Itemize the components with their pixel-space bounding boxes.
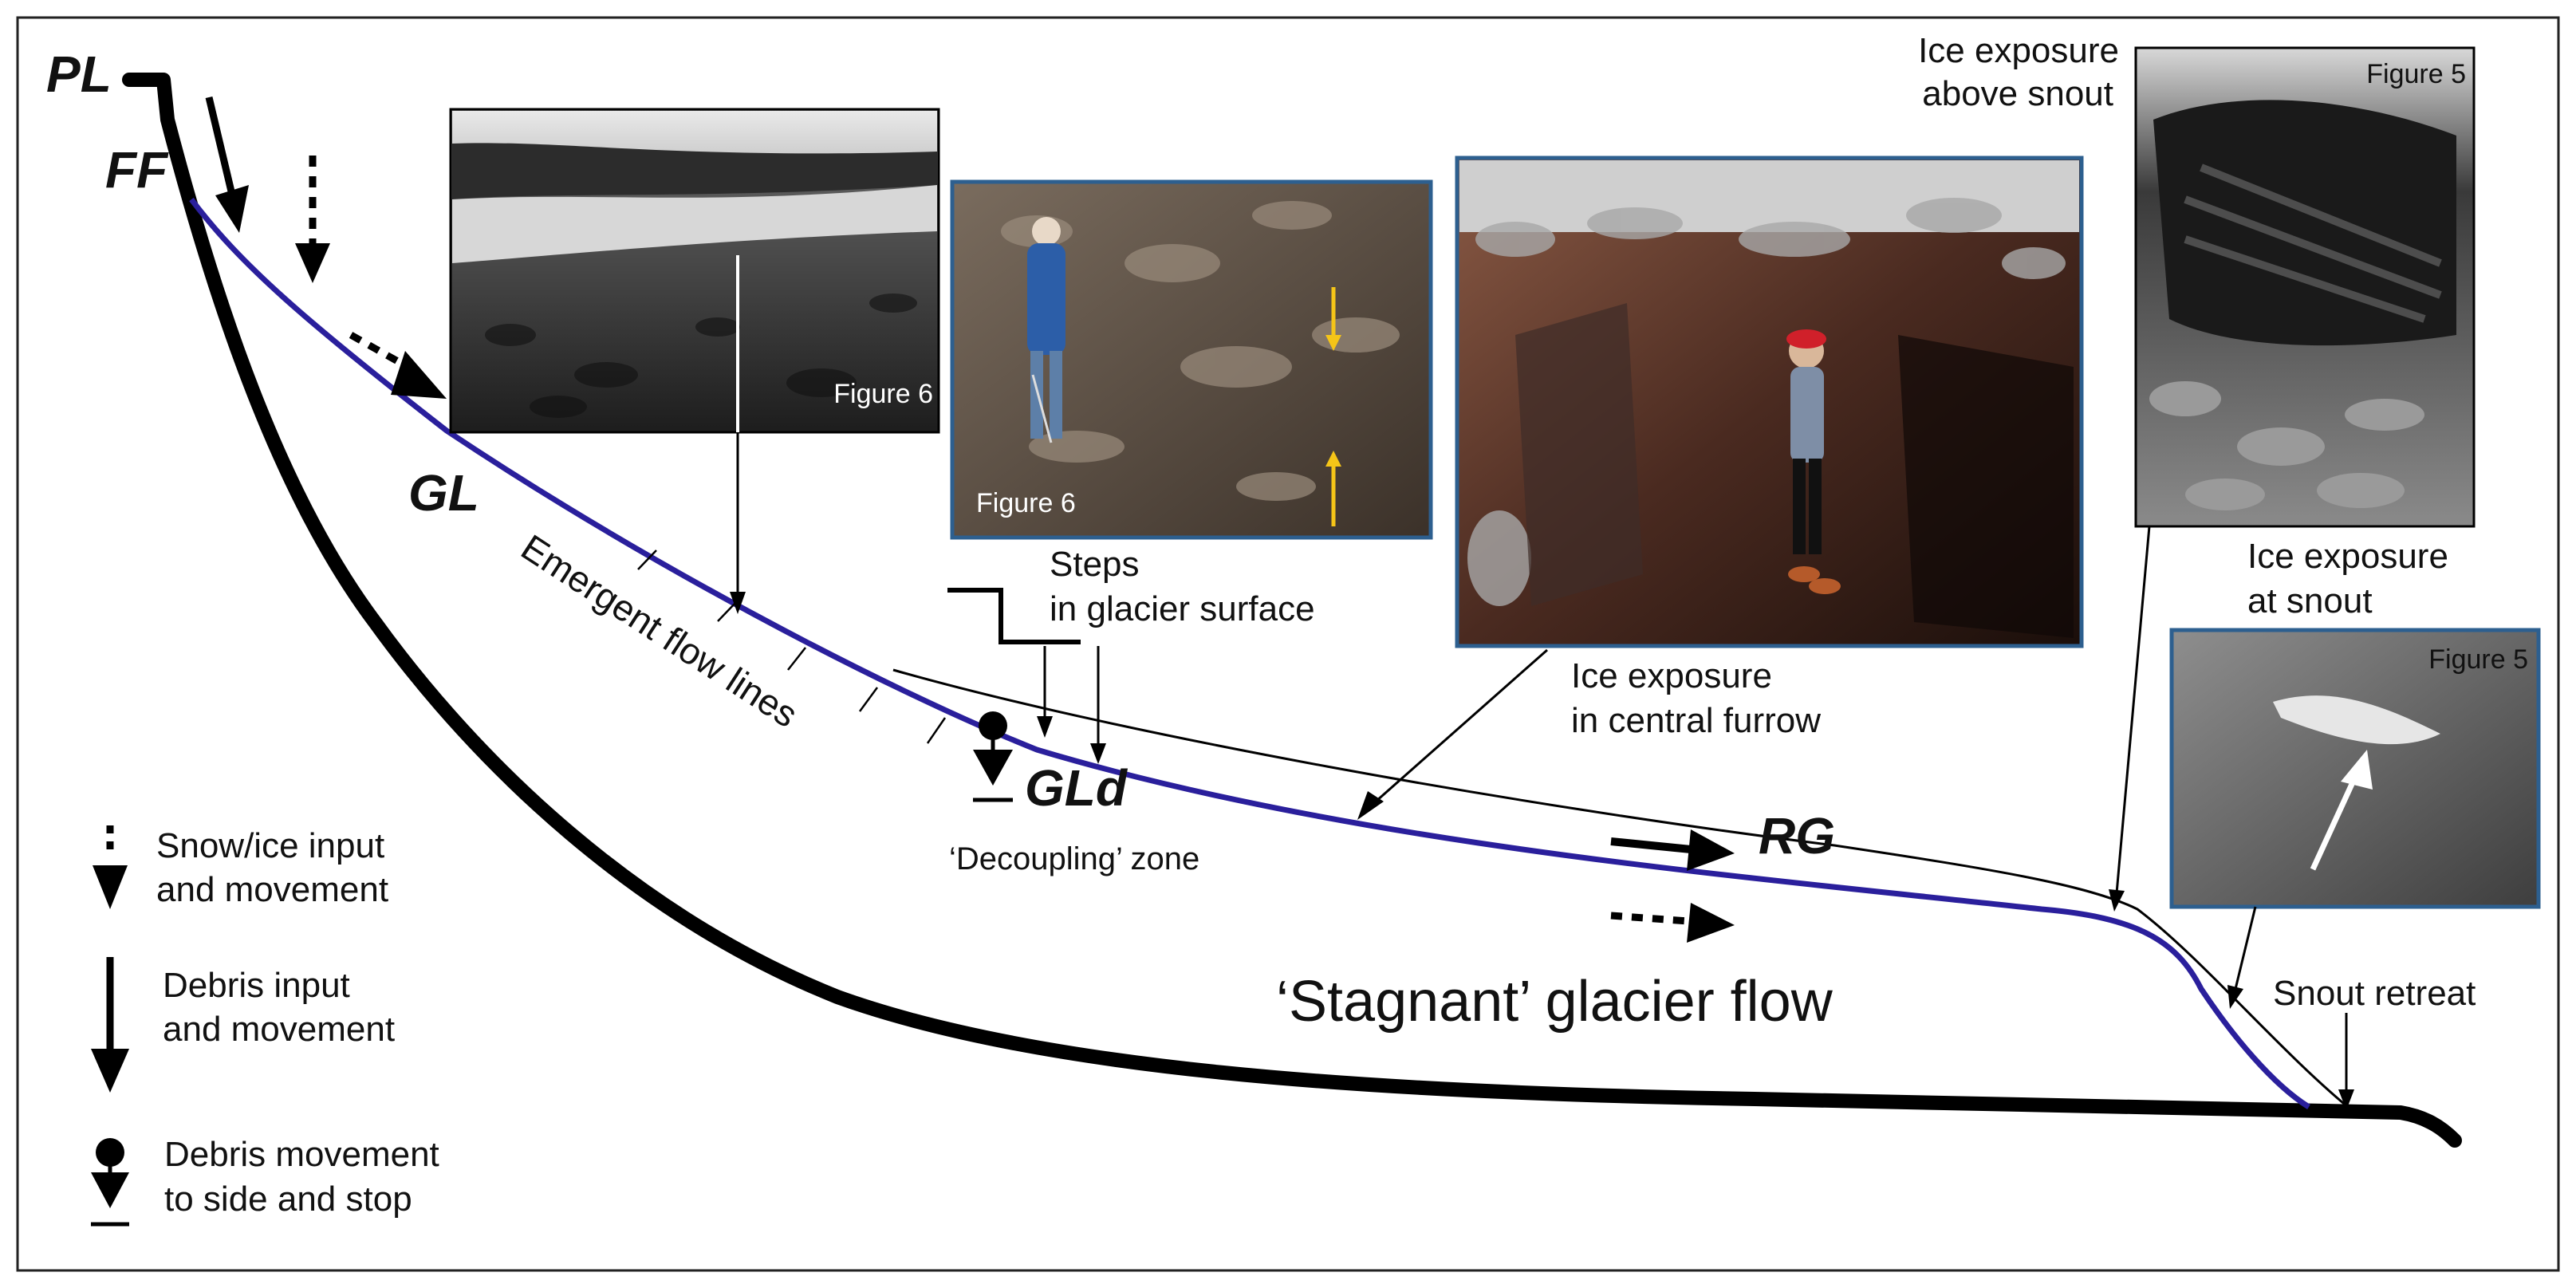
photo-above-snout: Figure 5 [2134,46,2476,528]
label-emergent-flow-lines: Emergent flow lines [514,526,805,735]
label-rg: RG [1759,807,1835,865]
snow-input-arrow [295,156,330,283]
label-steps-1: Steps [1050,545,1140,584]
label-at-snout-2: at snout [2247,581,2373,620]
photo-5-caption: Figure 5 [2428,644,2528,675]
step-arrow-1 [1037,646,1053,738]
legend: Snow/ice input and movement Debris input… [91,825,439,1227]
photo-3-connector [1357,648,1548,820]
photo-1-connector [730,432,746,614]
legend-snow-icon [93,825,128,909]
photo-5-connector [2227,906,2257,1009]
label-steps-2: in glacier surface [1050,589,1315,628]
debris-input-arrow [205,96,249,233]
legend-debris-label-2: and movement [163,1010,395,1049]
label-above-snout-2: above snout [1922,74,2113,113]
legend-snow-label-1: Snow/ice input [156,826,384,865]
label-at-snout-1: Ice exposure [2247,537,2448,576]
label-stagnant-flow: ‘Stagnant’ glacier flow [1276,970,1834,1034]
debris-stop-symbol [973,711,1013,802]
label-central-furrow-2: in central furrow [1571,701,1821,740]
pl-step-marker [129,75,172,120]
label-central-furrow-1: Ice exposure [1571,656,1772,695]
emergent-flow-ticks [637,549,947,744]
steps-symbol [947,588,1081,644]
label-pl: PL [46,45,112,103]
glacier-surface-line [892,668,2353,1113]
legend-side-label-1: Debris movement [164,1135,439,1174]
snout-retreat-arrow [2338,1013,2354,1110]
label-snout-retreat: Snout retreat [2273,974,2476,1013]
photo-moraine-view: Figure 6 [449,108,940,434]
photo-2-caption: Figure 6 [976,488,1076,518]
legend-side-label-2: to side and stop [164,1180,412,1219]
flow-line [189,197,2310,1109]
glacier-bed-line [122,73,2462,1148]
photo-4-caption: Figure 5 [2366,59,2466,89]
rg-snow-arrow [1610,903,1735,943]
label-gl: GL [408,464,479,522]
legend-snow-label-2: and movement [156,870,388,909]
step-arrow-2 [1090,646,1106,764]
legend-side-stop-icon [91,1138,129,1227]
label-decoupling-zone: ‘Decoupling’ zone [949,841,1199,876]
legend-debris-label-1: Debris input [163,966,350,1005]
legend-debris-icon [91,957,129,1093]
label-gld: GLd [1025,759,1128,817]
photo-at-snout: Figure 5 [2169,628,2541,909]
label-ff: FF [105,141,169,199]
photo-4-connector [2109,526,2151,912]
photo-person-steps: Figure 6 [950,179,1433,540]
label-above-snout-1: Ice exposure [1918,31,2119,70]
snow-movement-arrow [349,332,447,399]
photo-1-caption: Figure 6 [833,379,933,409]
photo-central-furrow [1455,156,2084,648]
figure-frame [16,16,2560,1272]
rg-debris-arrow [1610,829,1735,871]
